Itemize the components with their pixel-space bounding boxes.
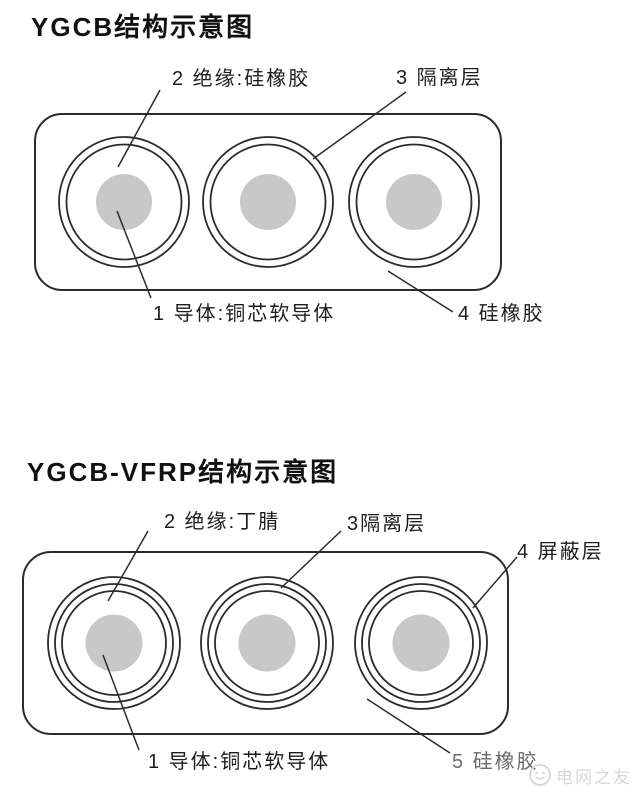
isolation-ring (202, 136, 334, 268)
conductor-core (386, 174, 442, 230)
ygcb-core-1 (58, 136, 190, 268)
leader-insulation (107, 530, 149, 602)
isolation-ring (54, 583, 174, 703)
leader-sheath (387, 270, 454, 313)
leader-isolation (280, 530, 342, 589)
diagram1-title: YGCB结构示意图 (31, 12, 255, 42)
diagram1-label-insulation: 2 绝缘:硅橡胶 (172, 68, 311, 90)
conductor-core (85, 614, 143, 672)
conductor-core (238, 614, 296, 672)
watermark-text: 电网之友 (556, 767, 632, 787)
insulation-ring (209, 143, 327, 261)
watermark: 电网之友 (527, 762, 632, 788)
ygcb-cross-section (34, 89, 502, 313)
diagram1-label-isolation: 3 隔离层 (396, 67, 483, 89)
ygcb-vfrp-cross-section (22, 530, 518, 754)
diagram2-title: YGCB-VFRP结构示意图 (27, 457, 339, 487)
isolation-ring (207, 583, 327, 703)
leader-isolation (312, 91, 407, 160)
ygcb-core-2 (202, 136, 334, 268)
insulation-ring (214, 590, 320, 696)
leader-insulation (117, 89, 161, 168)
diagram2-label-shield: 4 屏蔽层 (517, 541, 604, 563)
insulation-ring (355, 143, 473, 261)
leader-sheath (366, 698, 451, 754)
leader-conductor (116, 210, 152, 299)
isolation-ring (361, 583, 481, 703)
shield-ring (354, 576, 488, 710)
diagram2-label-sheath: 5 硅橡胶 (452, 751, 539, 773)
diagram2-label-isolation: 3隔离层 (347, 513, 427, 535)
insulation-ring (65, 143, 183, 261)
diagram2-label-insulation: 2 绝缘:丁腈 (164, 511, 281, 533)
conductor-core (240, 174, 296, 230)
diagram2-label-conductor: 1 导体:铜芯软导体 (148, 751, 331, 773)
ygcb-vfrp-core-2 (200, 576, 334, 710)
conductor-core (96, 174, 152, 230)
shield-ring (47, 576, 181, 710)
leader-shield (472, 556, 518, 609)
shield-ring (200, 576, 334, 710)
smiley-face-logo-icon (529, 764, 551, 786)
conductor-core (392, 614, 450, 672)
ygcb-core-3 (348, 136, 480, 268)
isolation-ring (348, 136, 480, 268)
diagram1-label-conductor: 1 导体:铜芯软导体 (153, 303, 336, 325)
isolation-ring (58, 136, 190, 268)
ygcb-vfrp-core-3 (354, 576, 488, 710)
insulation-ring (368, 590, 474, 696)
diagram1-label-sheath: 4 硅橡胶 (458, 303, 545, 325)
leader-conductor (102, 654, 140, 751)
